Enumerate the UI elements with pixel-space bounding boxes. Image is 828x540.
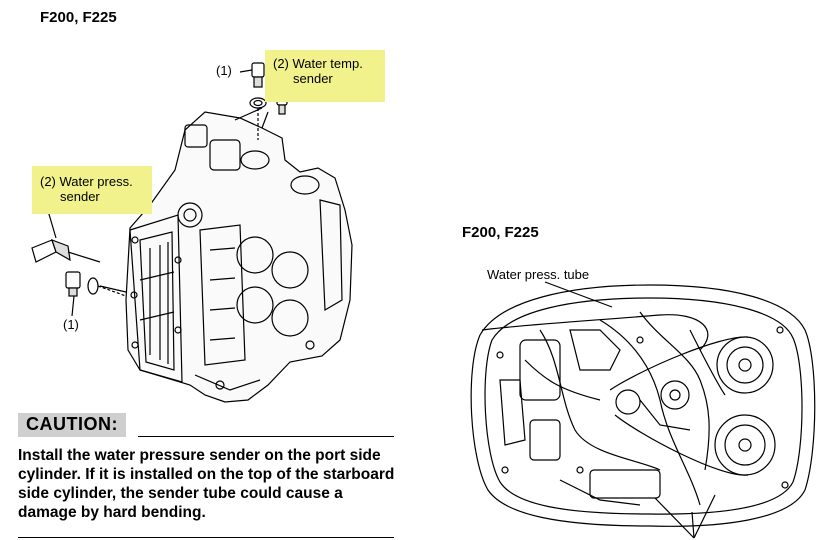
ref-1-top-label: (1) <box>216 63 232 78</box>
ref-1-bottom-label: (1) <box>63 317 79 332</box>
water-temp-sender-line2: sender <box>293 71 333 86</box>
water-press-sender-line2: sender <box>60 189 100 204</box>
caution-rule-line <box>138 436 394 437</box>
water-press-sender-line1: (2) Water press. <box>40 174 133 189</box>
water-temp-sender-callout: (2) Water temp. sender <box>265 50 385 102</box>
water-press-tube-label: Water press. tube <box>487 267 590 282</box>
caution-title: CAUTION: <box>18 413 126 437</box>
left-figure-heading: F200, F225 <box>40 9 117 26</box>
caution-text: Install the water pressure sender on the… <box>18 447 395 521</box>
right-figure-heading: F200, F225 <box>462 224 539 241</box>
caution-bottom-rule <box>18 537 394 538</box>
water-temp-sender-line1: (2) Water temp. <box>273 56 363 71</box>
water-press-sender-callout: (2) Water press. sender <box>32 166 152 214</box>
